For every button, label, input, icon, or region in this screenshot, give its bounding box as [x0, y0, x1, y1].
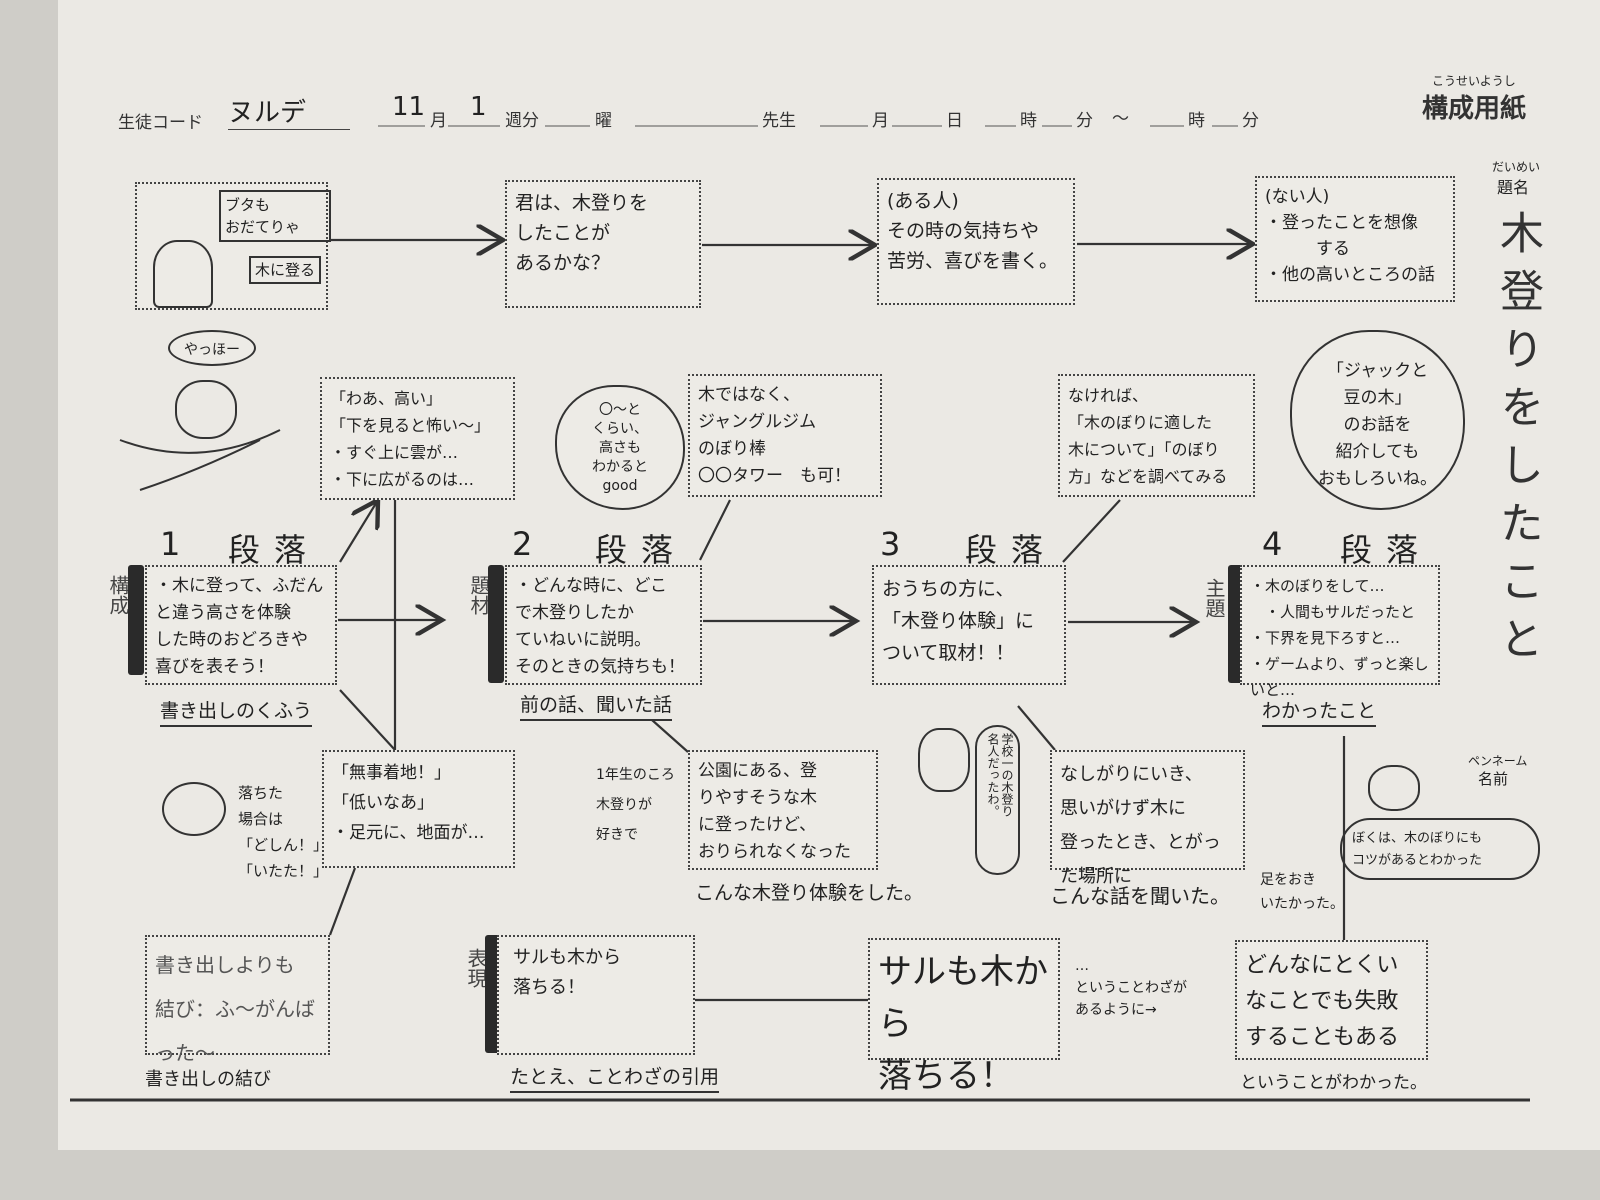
hour-label: 時 — [1020, 111, 1037, 131]
bear-on-branch-icon — [175, 380, 237, 439]
paragraph-box: おうちの方に、 「木登り体験」に ついて取材！！ — [872, 565, 1066, 685]
proverb-label: たとえ、ことわざの引用 — [510, 1062, 720, 1093]
date-day-label: 日 — [946, 111, 963, 131]
sheet-title-ruby: こうせいようし — [1432, 74, 1516, 88]
title-ruby: だいめい — [1492, 160, 1541, 174]
proverb-box: サルも木から 落ちる！ — [497, 935, 695, 1055]
landing-box: 「無事着地！」 「低いなあ」 ・足元に、地面が… — [322, 750, 515, 868]
paragraph-box: ・どんな時に、どこ で木登りしたか ていねいに説明。 そのときの気持ちも！ — [505, 565, 702, 685]
proverb-note: … ということわざが あるように→ — [1075, 958, 1187, 1018]
bear-speech-bubble: やっほー — [168, 330, 256, 366]
student-code-value[interactable]: ヌルデ — [228, 92, 350, 130]
thought-cloud-height: 〇〜と くらい、 高さも わかると good — [555, 385, 685, 510]
pen-name-ruby: ペンネーム — [1468, 754, 1528, 768]
paragraph-number: 4 — [1262, 525, 1283, 563]
student-code-label: 生徒コード — [118, 113, 203, 133]
intro-bubble-2: 木に登る — [249, 256, 322, 284]
falling-pig-icon — [162, 782, 226, 836]
hour2-label: 時 — [1188, 111, 1205, 131]
week-label: 週分 — [505, 111, 539, 131]
alternative-box: 木ではなく、 ジャングルジム のぼり棒 〇〇タワー も可！ — [688, 374, 882, 497]
title-label: 題名 — [1497, 178, 1530, 197]
connector — [328, 867, 357, 936]
tilde: 〜 — [1112, 109, 1129, 129]
pig-drawing-icon — [918, 728, 970, 792]
heard-extra: 足をおき いたかった。 — [1260, 872, 1344, 912]
have-climbed-box: (ある人) その時の気持ちや 苦労、喜びを書く。 — [877, 178, 1075, 305]
day-label: 曜 — [595, 111, 612, 131]
experience-box: 公園にある、登 りやすそうな木 に登ったけど、 おりられなくなった — [688, 750, 878, 870]
week-value[interactable]: 1 — [470, 92, 487, 122]
connector — [339, 689, 396, 751]
paragraph-under-label: 書き出しのくふう — [160, 696, 313, 727]
teacher-label: 先生 — [762, 111, 796, 131]
paragraph-number: 1 — [160, 525, 181, 563]
paragraph-side-label: 構成 — [106, 575, 130, 615]
fall-note: 落ちた 場合は 「どしん！」 「いたた！」 — [238, 784, 329, 880]
experience-prefix: 1年生のころ 木登りが 好きで — [596, 767, 675, 843]
date-month-label: 月 — [872, 111, 889, 131]
ending-box: 書き出しよりも 結び：ふ〜がんばった〜 — [145, 935, 330, 1065]
paragraph-side-label: 主題 — [1202, 578, 1226, 618]
minute-label: 分 — [1076, 111, 1093, 131]
pig-drawing-icon — [153, 240, 213, 308]
paragraph-bar — [488, 565, 504, 683]
arrow — [339, 500, 378, 563]
proverb-big-box: サルも木から 落ちる！ — [868, 938, 1060, 1096]
ending-label: 書き出しの結び — [145, 1069, 271, 1090]
jack-beanstalk-cloud: 「ジャックと 豆の木」 のお話を 紹介しても おもしろいね。 — [1290, 330, 1465, 510]
experience-suffix: こんな木登り体験をした。 — [695, 882, 924, 904]
paragraph-box: ・木のぼりをして… ・人間もサルだったと ・下界を見下ろすと… ・ゲームより、ず… — [1240, 565, 1440, 699]
heard-suffix: こんな話を聞いた。 — [1050, 884, 1230, 908]
pig-speech-bubble: 学校一の木登り 名人だったわ。 — [975, 725, 1020, 875]
paragraph-bar — [128, 565, 144, 675]
lesson-box: どんなにとくい なことでも失敗 することもある — [1235, 940, 1428, 1060]
connector — [1017, 705, 1056, 751]
connector — [699, 499, 731, 561]
intro-bubble-1: ブタも おだてりゃ — [219, 190, 331, 242]
intro-illustration-box: ブタも おだてりゃ 木に登る — [135, 182, 331, 310]
header-underlines — [378, 125, 1238, 127]
proverb-side-label: 表現 — [464, 948, 488, 988]
month-label: 月 — [430, 111, 447, 131]
paragraph-label: 段落 — [595, 531, 688, 569]
pen-name-label: 名前 — [1478, 770, 1509, 788]
heard-story-box: なしがりにいき、 思いがけず木に 登ったとき、とがった場所に — [1050, 750, 1245, 887]
paragraph-number: 2 — [512, 525, 533, 563]
connector — [651, 719, 689, 753]
paragraph-under-label: わかったこと — [1262, 696, 1377, 727]
connector — [1062, 499, 1121, 563]
lesson-suffix: ということがわかった。 — [1240, 1073, 1427, 1093]
sheet-title: 構成用紙 — [1422, 94, 1527, 124]
paragraph-under-label: 前の話、聞いた話 — [520, 690, 673, 721]
paragraph-number: 3 — [880, 525, 901, 563]
paragraph-side-label: 題材 — [467, 575, 491, 615]
paragraph-label: 段落 — [1340, 531, 1433, 569]
research-box: なければ、 「木のぼりに適した 木について」「のぼり 方」などを調べてみる — [1058, 374, 1255, 497]
paragraph-label: 段落 — [965, 531, 1058, 569]
feelings-box: 「わあ、高い」 「下を見ると怖い〜」 ・すぐ上に雲が… ・下に広がるのは… — [320, 377, 515, 500]
bear-face-icon — [1368, 765, 1420, 811]
question-box: 君は、木登りを したことが あるかな？ — [505, 180, 701, 308]
paragraph-box: ・木に登って、ふだん と違う高さを体験 した時のおどろきや 喜びを表そう！ — [145, 565, 337, 685]
composition-title[interactable]: 木登りをしたこと — [1492, 210, 1543, 674]
paragraph-label: 段落 — [228, 531, 321, 569]
bear-speech-bubble-2: ぼくは、木のぼりにも コツがあるとわかった — [1340, 818, 1540, 880]
minute2-label: 分 — [1242, 111, 1259, 131]
month-value[interactable]: 11 — [392, 92, 426, 122]
never-climbed-box: (ない人) ・登ったことを想像 する ・他の高いところの話 — [1255, 176, 1455, 302]
